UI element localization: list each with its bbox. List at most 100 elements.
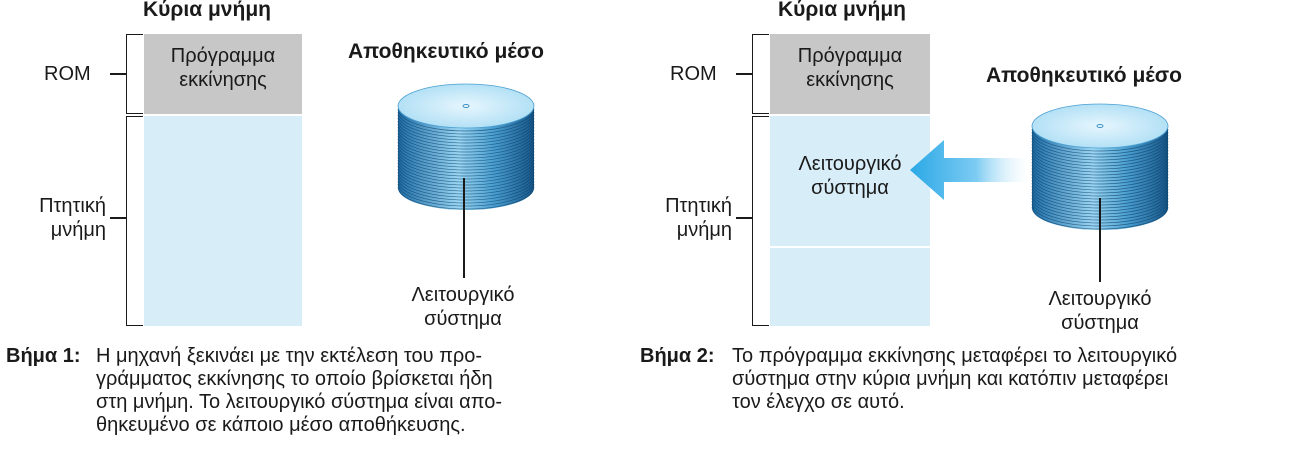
step-1-label: Βήμα 1:	[6, 345, 81, 367]
platter-edge	[1031, 140, 1169, 164]
volatile-memory-line-1: Πτητική	[39, 195, 106, 217]
os-label-line-1: Λειτουργικό	[411, 284, 515, 306]
platter-edge	[397, 168, 535, 192]
volatile-memory-line-2: μνήμη	[676, 219, 732, 241]
platter-edge	[397, 174, 535, 198]
rom-bracket-tick	[736, 73, 752, 75]
boot-program-label: Πρόγραμμα εκκίνησης	[144, 34, 302, 92]
platter-edge	[397, 171, 535, 195]
boot-program-label: Πρόγραμμα εκκίνησης	[770, 34, 930, 92]
step-2-text-line-3: τον έλεγχο σε αυτό.	[732, 391, 905, 413]
platter-edge	[397, 138, 535, 162]
platter-edge	[397, 186, 535, 210]
step-2-label: Βήμα 2:	[640, 345, 715, 367]
platter-edge	[397, 144, 535, 168]
platter-edge	[1031, 152, 1169, 176]
os-label-line-1: Λειτουργικό	[1048, 288, 1152, 310]
arrow-left-icon	[910, 140, 1030, 200]
ram-bracket-tick	[110, 217, 126, 219]
platter-edge	[1031, 161, 1169, 185]
step-1-text-line-3: στη μνήμη. Το λειτουργικό σύστημα είναι …	[96, 391, 503, 413]
os-label: Λειτουργικό σύστημα	[1030, 287, 1170, 335]
os-label-line-2: σύστημα	[1061, 312, 1139, 334]
step-1-text-line-2: γράμματος εκκίνησης το οποίο βρίσκεται ή…	[96, 368, 493, 390]
platter-edge	[397, 153, 535, 177]
platter-edge	[1031, 128, 1169, 152]
disk-top	[1031, 103, 1169, 149]
step-2-text-line-1: Το πρόγραμμα εκκίνησης μεταφέρει το λειτ…	[732, 345, 1178, 367]
ram-bracket	[126, 116, 143, 326]
os-memory-region: Λειτουργικό σύστημα	[770, 116, 930, 246]
platter-edge	[397, 180, 535, 204]
platter-edge	[397, 159, 535, 183]
platter-edge	[397, 147, 535, 171]
platter-edge	[397, 129, 535, 153]
platter-edge	[1031, 173, 1169, 197]
step-2-text-line-2: σύστημα στην κύρια μνήμη και κατόπιν μετ…	[732, 368, 1169, 390]
platter-edge	[397, 150, 535, 174]
rom-label: ROM	[670, 63, 717, 85]
platter-edge	[1031, 170, 1169, 194]
step-1-text-line-1: Η μηχανή ξεκινάει με την εκτέλεση του πρ…	[96, 345, 483, 367]
platter-edge	[397, 132, 535, 156]
volatile-memory-block	[144, 116, 302, 326]
rom-bracket-tick	[110, 73, 126, 75]
disk-stack-icon	[1031, 103, 1169, 230]
step-1-text: Η μηχανή ξεκινάει με την εκτέλεση του πρ…	[96, 345, 502, 437]
platter-edge	[1031, 155, 1169, 179]
platter-edge	[397, 183, 535, 207]
storage-title: Αποθηκευτικό μέσο	[348, 40, 544, 63]
volatile-memory-label: Πτητική μνήμη	[18, 194, 106, 242]
volatile-memory-label: Πτητική μνήμη	[644, 194, 732, 242]
main-memory-title: Κύρια μνήμη	[143, 0, 271, 21]
disk-stack-icon	[397, 83, 535, 210]
step-1-text-line-4: θηκευμένο σε κάποιο μέσο αποθήκευσης.	[96, 414, 466, 436]
rom-bracket	[126, 34, 143, 114]
platter-edge	[397, 177, 535, 201]
platter-edge	[397, 108, 535, 132]
platter-edge	[1031, 134, 1169, 158]
main-memory-title: Κύρια μνήμη	[778, 0, 906, 21]
ram-bracket	[752, 116, 769, 326]
platter-edge	[1031, 149, 1169, 173]
step-1-panel: Κύρια μνήμη Πρόγραμμα εκκίνησης ROM Πτητ…	[0, 0, 640, 458]
platter-edge	[1031, 131, 1169, 155]
platter-edge	[397, 114, 535, 138]
step-2-panel: Κύρια μνήμη Πρόγραμμα εκκίνησης Λειτουργ…	[640, 0, 1294, 458]
disk-hub	[1096, 124, 1104, 128]
rom-block: Πρόγραμμα εκκίνησης	[770, 34, 930, 114]
os-leader-line	[1099, 198, 1101, 282]
os-leader-line	[463, 178, 465, 278]
platter-edge	[397, 135, 535, 159]
disk-hub	[462, 104, 470, 108]
platter-edge	[1031, 146, 1169, 170]
platter-edge	[397, 111, 535, 135]
os-in-memory-label: Λειτουργικό σύστημα	[770, 116, 930, 200]
step-1-caption: Βήμα 1: Η μηχανή ξεκινάει με την εκτέλεσ…	[6, 345, 636, 437]
rom-block: Πρόγραμμα εκκίνησης	[144, 34, 302, 114]
platter-edge	[397, 117, 535, 141]
platter-edge	[1031, 137, 1169, 161]
platter-edge	[397, 165, 535, 189]
volatile-memory-line-2: μνήμη	[50, 219, 106, 241]
boot-program-line-1: Πρόγραμμα	[797, 45, 903, 67]
platter-edge	[397, 162, 535, 186]
step-2-text: Το πρόγραμμα εκκίνησης μεταφέρει το λειτ…	[732, 345, 1177, 414]
platter-edge	[397, 126, 535, 150]
step-2-caption: Βήμα 2: Το πρόγραμμα εκκίνησης μεταφέρει…	[640, 345, 1294, 414]
platter-edge	[1031, 158, 1169, 182]
ram-bracket-tick	[736, 217, 752, 219]
platter-edge	[1031, 143, 1169, 167]
rom-label: ROM	[44, 63, 91, 85]
os-in-memory-line-1: Λειτουργικό	[798, 153, 902, 175]
boot-program-line-1: Πρόγραμμα	[170, 45, 276, 67]
os-label-line-2: σύστημα	[424, 308, 502, 330]
platter-edge	[1031, 164, 1169, 188]
platter-edge	[397, 156, 535, 180]
os-in-memory-line-2: σύστημα	[811, 177, 889, 199]
volatile-memory-line-1: Πτητική	[665, 195, 732, 217]
boot-program-line-2: εκκίνησης	[179, 69, 267, 91]
os-label: Λειτουργικό σύστημα	[393, 283, 533, 331]
storage-title: Αποθηκευτικό μέσο	[986, 64, 1182, 87]
free-memory-region	[770, 248, 930, 326]
